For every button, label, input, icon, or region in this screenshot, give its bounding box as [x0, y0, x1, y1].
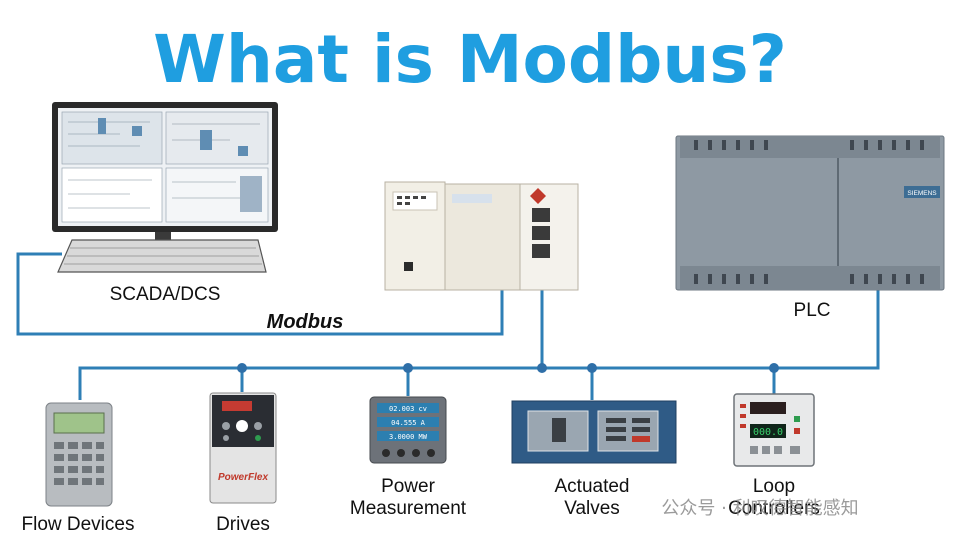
power-measurement-label-line2: Measurement [350, 498, 467, 519]
screen-widgets [98, 118, 262, 212]
modbus-bus-label: Modbus [267, 311, 344, 333]
power-meter: 02.003 cv 04.555 A 3.0000 MW [369, 396, 447, 464]
bus-node-dot [237, 363, 247, 373]
plc-brand-plate [904, 186, 940, 198]
flow-devices-label: Flow Devices [22, 514, 135, 535]
main-bus [78, 290, 880, 400]
meter-reading: 02.003 cv [389, 405, 427, 413]
meter-readout [377, 431, 439, 441]
valve-alarm-indicator [632, 436, 650, 442]
gateway-logo-icon [530, 188, 546, 204]
loop-controllers-label-line1: Loop [753, 476, 795, 497]
ethernet-port [532, 208, 550, 222]
controller-buttons [750, 446, 800, 454]
valve-screen-keys [552, 418, 650, 442]
bus-node-dot [403, 363, 413, 373]
valve-panel [511, 400, 677, 464]
watermark: 公众号 · 利叹德智能感知 [661, 498, 858, 519]
meter-reading: 04.555 A [391, 419, 426, 427]
plc-bottom-vents [680, 266, 940, 290]
meter-readout [377, 417, 439, 427]
plc-vent-slots [694, 140, 924, 284]
monitor-stand [155, 232, 171, 240]
ethernet-port [532, 226, 550, 240]
controller-indicators [740, 404, 800, 434]
bus-dots [237, 363, 779, 373]
keyboard-keys [64, 247, 262, 265]
plc-top-vents [680, 136, 940, 158]
screen-panel [61, 111, 163, 165]
scada-label: SCADA/DCS [110, 284, 221, 305]
loop-controllers-label-line2: Controllers [728, 498, 820, 519]
plc-label: PLC [794, 300, 831, 321]
ethernet-port [532, 244, 550, 258]
ethernet-ports [532, 208, 550, 258]
gateway-module [384, 181, 579, 291]
power-measurement-label-line1: Power [381, 476, 436, 497]
drives-label: Drives [216, 514, 270, 535]
meter-reading: 3.0000 MW [389, 433, 428, 441]
drive-display [222, 401, 252, 411]
gateway-tag [452, 194, 492, 203]
actuated-valves-label-line2: Valves [564, 498, 620, 519]
scada-workstation [52, 102, 278, 273]
flow-device-display [53, 412, 105, 434]
actuated-valves-label-line1: Actuated [555, 476, 630, 497]
diagram-title: What is Modbus? [153, 21, 787, 98]
gateway-leds [397, 196, 426, 205]
flow-device-keys [54, 442, 104, 485]
controller-reading: 000.0 [753, 427, 783, 438]
drive-device: PowerFlex [209, 392, 277, 504]
plc-unit: SIEMENS [675, 135, 945, 291]
flow-device [45, 402, 113, 507]
controller-main-display [750, 424, 786, 438]
drive-buttons [222, 420, 262, 441]
loop-controller: 000.0 [733, 393, 815, 467]
meter-readout [377, 403, 439, 413]
screen-panel [165, 111, 269, 165]
controller-top-display [750, 402, 786, 414]
power-meter-body [369, 396, 447, 464]
meter-buttons [382, 449, 435, 457]
drive-brand-text: PowerFlex [218, 472, 268, 483]
bus-node-dot [769, 363, 779, 373]
gateway-led-strip [392, 191, 438, 211]
bus-node-dot [587, 363, 597, 373]
plc-brand-text: SIEMENS [907, 190, 937, 197]
bus-node-dot [537, 363, 547, 373]
screen-panel [61, 167, 163, 223]
gateway-usb-port [404, 262, 413, 271]
